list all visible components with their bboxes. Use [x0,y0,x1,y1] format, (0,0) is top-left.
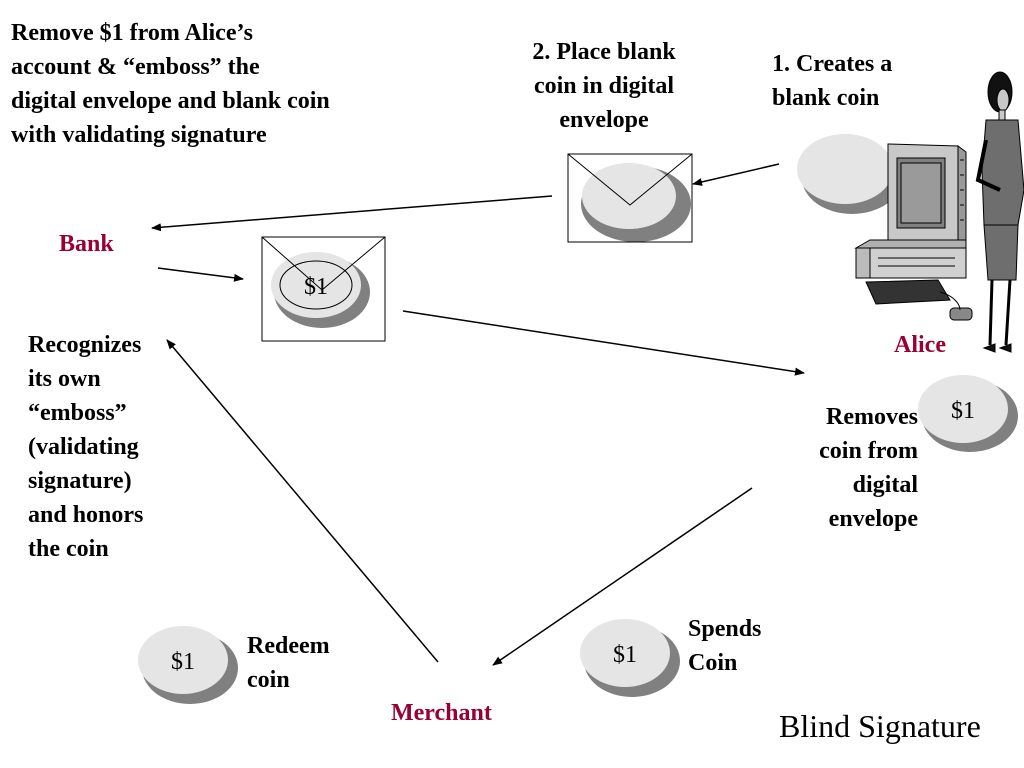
diagram-title: Blind Signature [779,708,981,744]
arrow-merchant-to-bank [166,339,439,663]
coin-value-label: $1 [304,274,328,300]
arrow-envelope-to-bank [151,195,553,232]
redeem-text: Redeem coin [247,633,330,693]
arrow-alice-to-merchant [492,487,753,666]
coin-icon: $1 [580,619,680,697]
coin-value-label: $1 [171,649,195,675]
envelope-icon: $1 [261,236,386,342]
envelope-icon [567,153,693,243]
bank-action-text: Remove $1 from Alice’s account & “emboss… [11,20,330,148]
alice-label: Alice [894,332,946,358]
person-icon [975,71,1024,353]
recognizes-text: Recognizes its own “emboss” (validating … [28,332,144,562]
bank-label: Bank [59,231,114,257]
coin-value-label: $1 [613,642,637,668]
coin-value-label: $1 [951,398,975,424]
step-1-text: 1. Creates a blank coin [772,51,893,111]
step-2-text: 2. Place blank coin in digital envelope [532,39,676,133]
merchant-label: Merchant [391,700,492,726]
removes-text: Removes coin from digital envelope [819,404,918,532]
arrow-bank-to-envelope [157,267,244,282]
arrow-coin-to-envelope [692,163,780,186]
arrow-envelope-to-alice [402,310,805,376]
coin-icon [797,134,902,214]
spends-text: Spends Coin [688,616,762,676]
coin-icon: $1 [138,626,238,704]
coin-icon: $1 [918,375,1018,452]
computer-icon [854,143,973,321]
